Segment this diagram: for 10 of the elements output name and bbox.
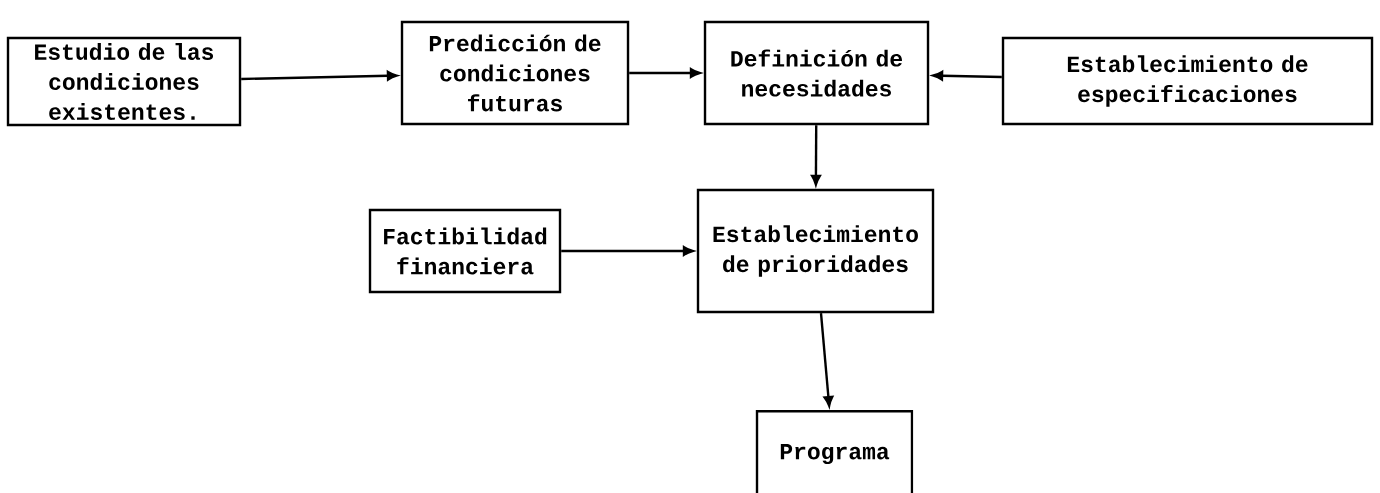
arrow <box>810 125 821 186</box>
process-box: Predicción de condiciones futuras <box>400 20 630 126</box>
process-box: Establecimiento de prioridades <box>696 188 935 314</box>
process-box: Definición de necesidades <box>703 20 930 126</box>
process-box: Factibilidad financiera <box>368 208 562 294</box>
process-box: Establecimiento de especificaciones <box>1001 36 1374 126</box>
process-box: Estudio de las condiciones existentes. <box>6 36 242 127</box>
process-box: Programa <box>755 410 914 493</box>
arrow <box>561 246 694 256</box>
arrow <box>629 68 701 78</box>
